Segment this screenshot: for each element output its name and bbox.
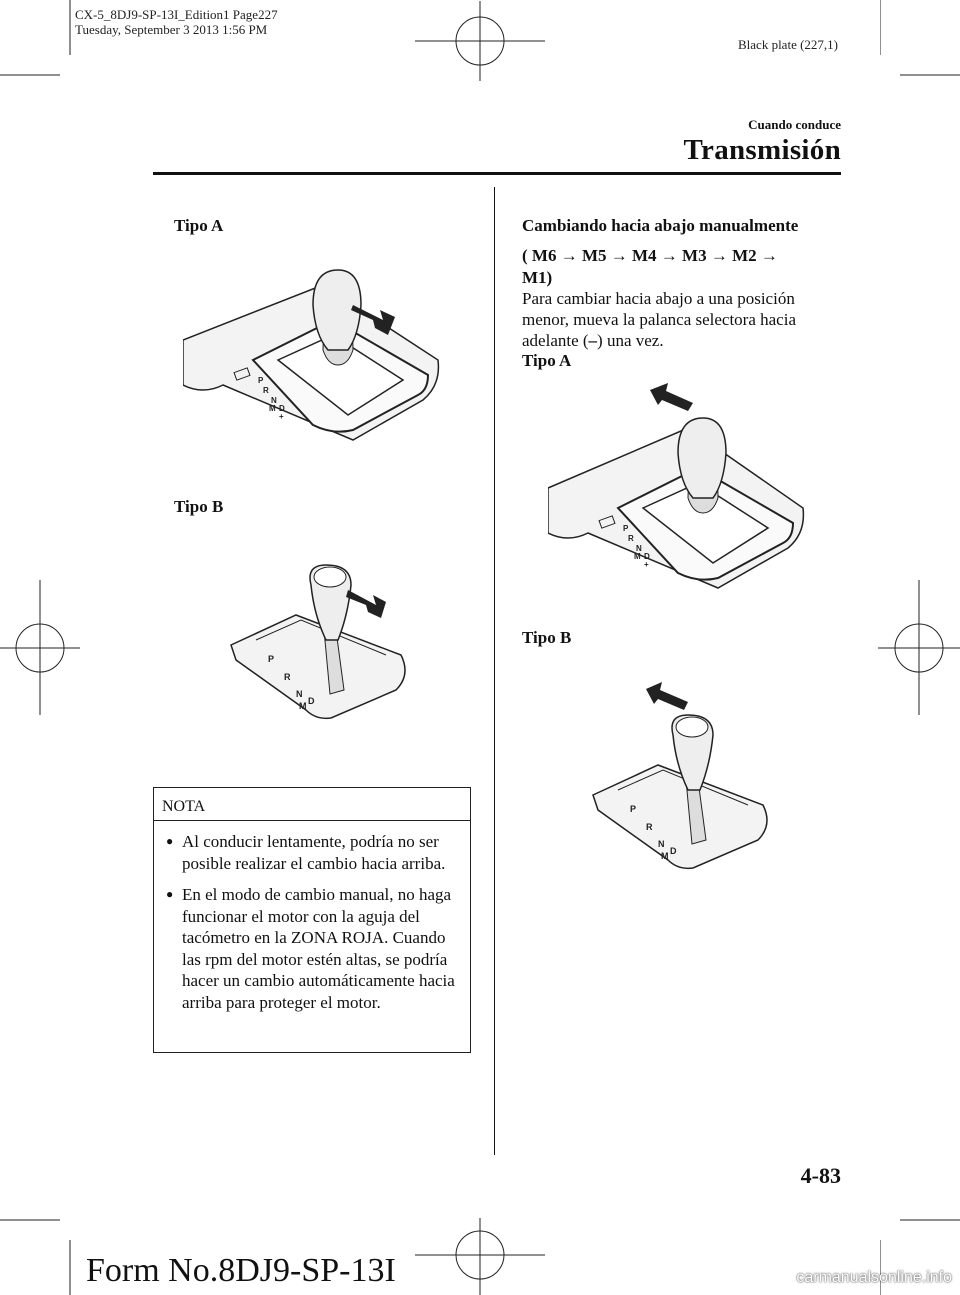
note-heading: NOTA (154, 788, 470, 821)
gate-letter: + (279, 412, 284, 421)
right-paragraph-line3: adelante (–) una vez. (522, 331, 664, 350)
gate-letter: N (636, 544, 642, 553)
gate-letter: M (634, 552, 641, 561)
right-sequence-line1: ( M6 → M5 → M4 → M3 → M2 → (522, 246, 778, 265)
gate-letter: N (271, 396, 277, 405)
gate-letter: R (263, 386, 269, 395)
crop-mark-bottom-right (880, 1215, 960, 1295)
shifter-tipo-b-downshift-illustration: P R N M D (588, 680, 778, 875)
right-tipo-b-label: Tipo B (522, 628, 572, 647)
gate-letter: R (646, 822, 653, 832)
gate-letter: P (630, 804, 636, 814)
print-plate-label: Black plate (227,1) (738, 37, 838, 52)
print-slug-line1: CX-5_8DJ9-SP-13I_Edition1 Page227 (75, 7, 278, 22)
gate-letter: D (308, 696, 315, 706)
note-item: ●Al conducir lentamente, podría no ser p… (166, 832, 446, 873)
gate-letter: N (296, 689, 303, 699)
left-tipo-a-label: Tipo A (174, 216, 224, 235)
gate-letter: M (299, 701, 307, 711)
gate-letter: R (628, 534, 634, 543)
bullet-icon: ● (166, 834, 174, 848)
shifter-tipo-a-upshift-illustration: P R N D M + (182, 265, 441, 450)
gate-letter: D (279, 404, 285, 413)
gate-letter: D (644, 552, 650, 561)
form-number: Form No.8DJ9-SP-13I (86, 1252, 396, 1289)
gate-letter: + (644, 560, 649, 569)
site-watermark: carmanualsonline.info (796, 1269, 952, 1286)
note-list: ●Al conducir lentamente, podría no ser p… (154, 821, 470, 1013)
registration-mark-right (878, 580, 960, 715)
registration-mark-left (0, 580, 80, 715)
minus-symbol: – (588, 331, 598, 350)
right-paragraph-line2: menor, mueva la palanca selectora hacia (522, 310, 797, 329)
section-label: Cuando conduce (748, 117, 841, 132)
crop-mark-bottom-left (0, 1215, 80, 1295)
gate-letter: P (268, 654, 274, 664)
gate-letter: N (658, 839, 665, 849)
print-slug-line2: Tuesday, September 3 2013 1:56 PM (75, 22, 268, 37)
page-number: 4-83 (800, 1163, 841, 1188)
column-divider (494, 187, 495, 1155)
gate-letter: M (661, 851, 669, 861)
registration-mark-top (415, 1, 545, 81)
gate-letter: P (623, 524, 629, 533)
shifter-tipo-a-downshift-illustration: P R N D M + (547, 383, 806, 598)
gate-letter: R (284, 672, 291, 682)
crop-mark-top-left (0, 0, 80, 80)
crop-mark-top-right (880, 0, 960, 80)
note-item: ●En el modo de cambio manual, no haga fu… (166, 885, 455, 1012)
right-sequence-line2: M1) (522, 268, 553, 287)
bullet-icon: ● (166, 887, 174, 901)
gate-letter: D (670, 846, 677, 856)
registration-mark-bottom (415, 1218, 545, 1295)
page-title: Transmisión (683, 134, 841, 166)
gate-letter: P (258, 376, 264, 385)
right-paragraph-line1: Para cambiar hacia abajo a una posición (522, 289, 795, 308)
note-box: NOTA ●Al conducir lentamente, podría no … (153, 787, 471, 1053)
left-tipo-b-label: Tipo B (174, 497, 224, 516)
header-rule (153, 172, 841, 175)
gate-letter: M (269, 404, 276, 413)
shifter-tipo-b-upshift-illustration: P R N M D (226, 560, 416, 725)
right-heading: Cambiando hacia abajo manualmente (522, 216, 799, 235)
right-tipo-a-label: Tipo A (522, 351, 572, 370)
